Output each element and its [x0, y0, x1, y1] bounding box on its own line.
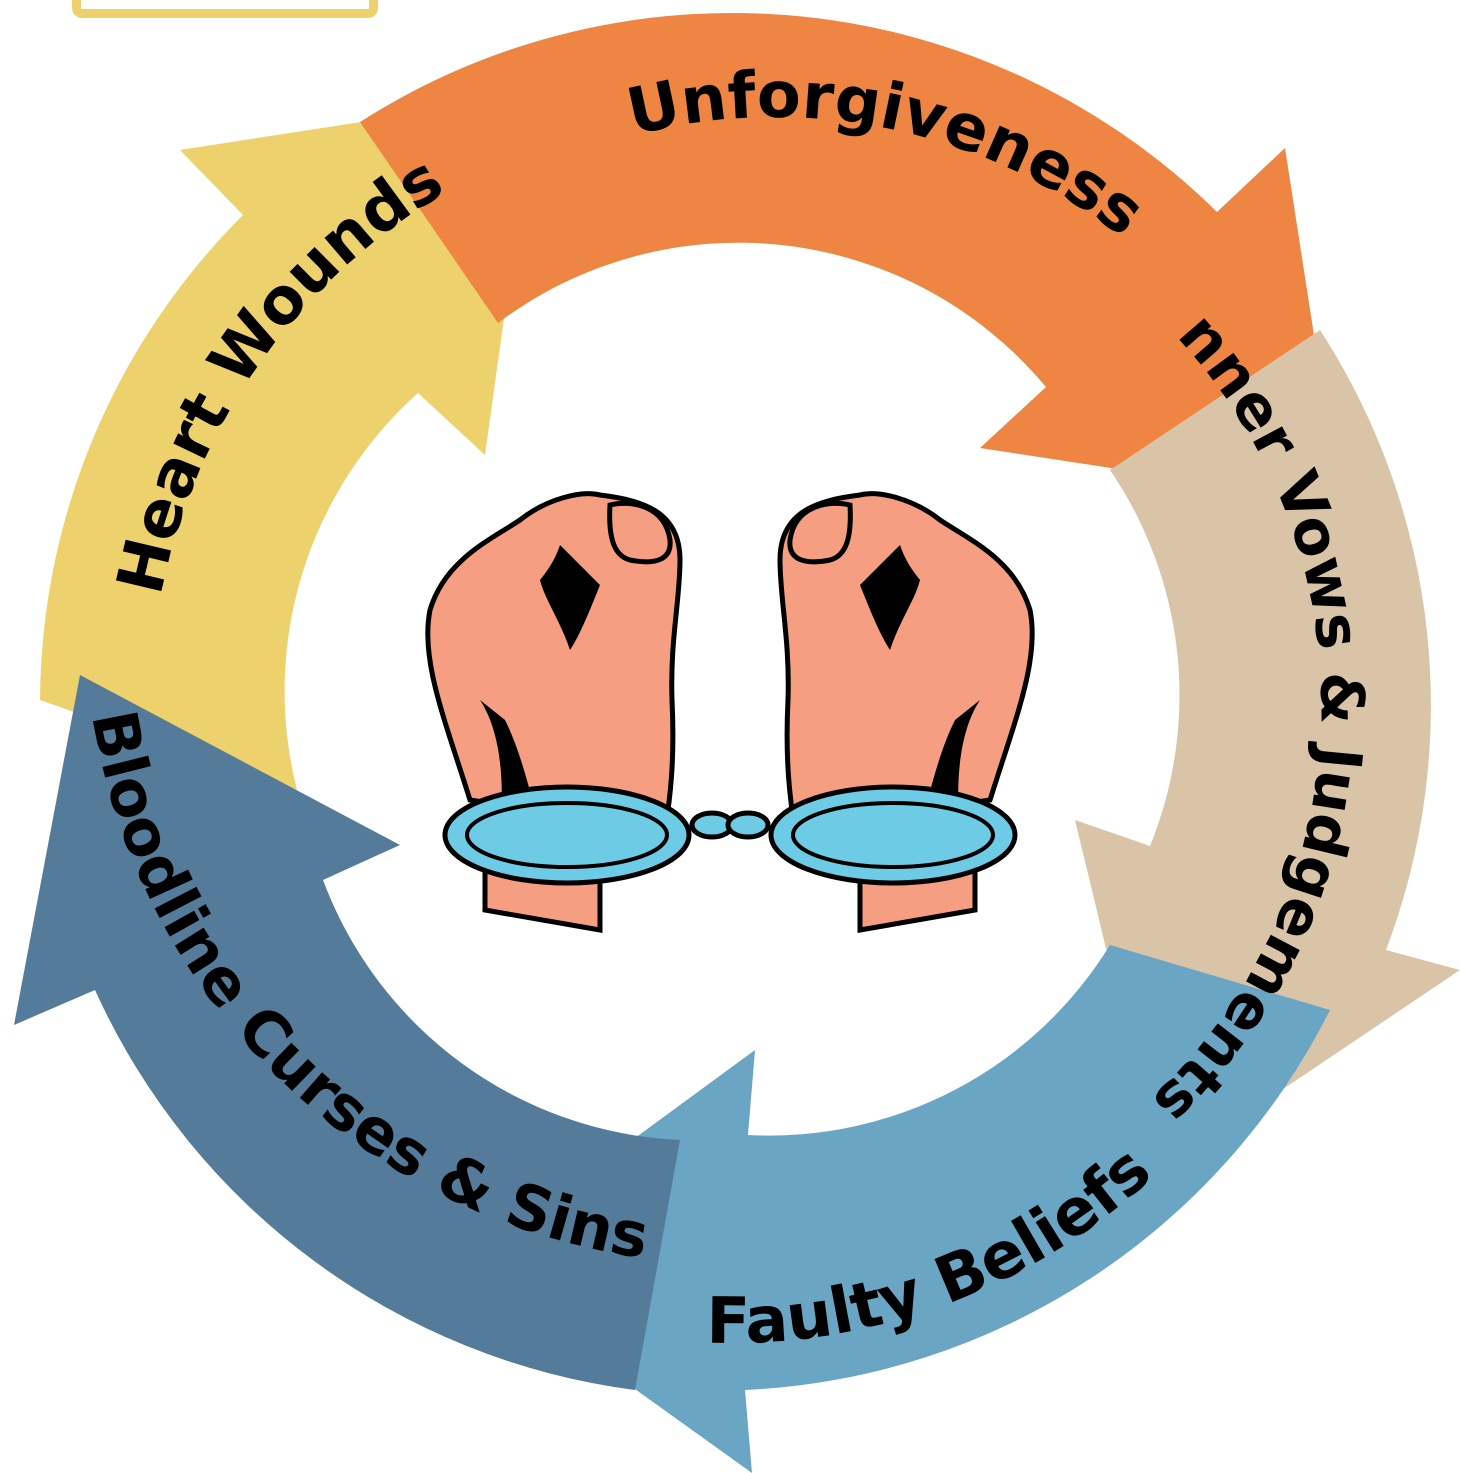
segment-inner-vows-judgements — [1075, 330, 1460, 1172]
segment-heart-wounds — [40, 95, 535, 790]
segment-bloodline-curses-sins — [14, 675, 680, 1390]
segment-faulty-beliefs — [462, 945, 1330, 1473]
cycle-segments — [14, 12, 1460, 1473]
segment-unforgiveness — [360, 12, 1340, 503]
corner-frame — [72, 0, 378, 18]
handcuffed-hands-icon — [425, 491, 1035, 933]
